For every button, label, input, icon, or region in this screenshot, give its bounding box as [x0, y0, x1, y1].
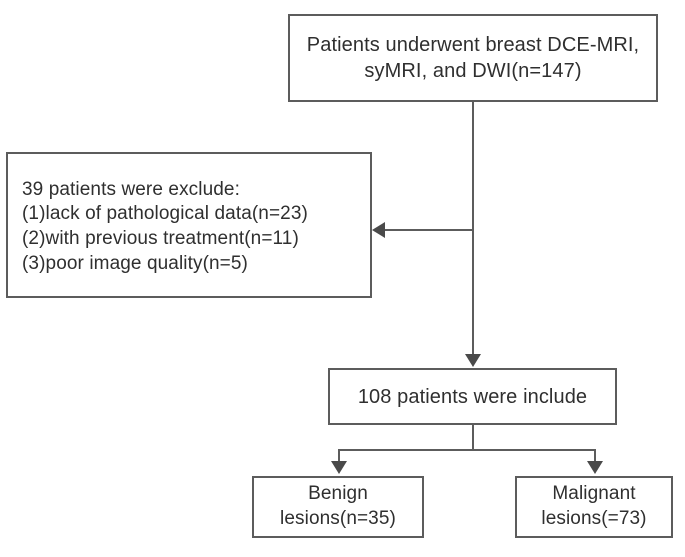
- arrowhead-enrolled-to-included: [465, 354, 481, 367]
- node-excluded-patients-label: 39 patients were exclude: (1)lack of pat…: [22, 178, 308, 274]
- connector-included-to-malignant: [594, 449, 596, 463]
- arrowhead-included-to-benign: [331, 461, 347, 474]
- node-included-patients-label: 108 patients were include: [357, 385, 588, 408]
- node-excluded-patients: 39 patients were exclude: (1)lack of pat…: [6, 152, 372, 298]
- node-enrolled-patients: Patients underwent breast DCE-MRI, syMRI…: [288, 14, 658, 102]
- node-malignant-lesions: Malignant lesions(=73): [515, 476, 673, 538]
- connector-included-split-stem: [472, 425, 474, 451]
- node-benign-lesions-label: Benign lesions(n=35): [280, 483, 396, 529]
- arrowhead-enrolled-to-excluded: [372, 222, 385, 238]
- node-malignant-lesions-label: Malignant lesions(=73): [541, 483, 647, 529]
- connector-enrolled-to-excluded: [385, 229, 474, 231]
- arrowhead-included-to-malignant: [587, 461, 603, 474]
- node-enrolled-patients-label: Patients underwent breast DCE-MRI, syMRI…: [306, 34, 640, 82]
- connector-included-split-bar: [338, 449, 596, 451]
- connector-included-to-benign: [338, 449, 340, 463]
- node-included-patients: 108 patients were include: [328, 368, 617, 425]
- node-benign-lesions: Benign lesions(n=35): [252, 476, 424, 538]
